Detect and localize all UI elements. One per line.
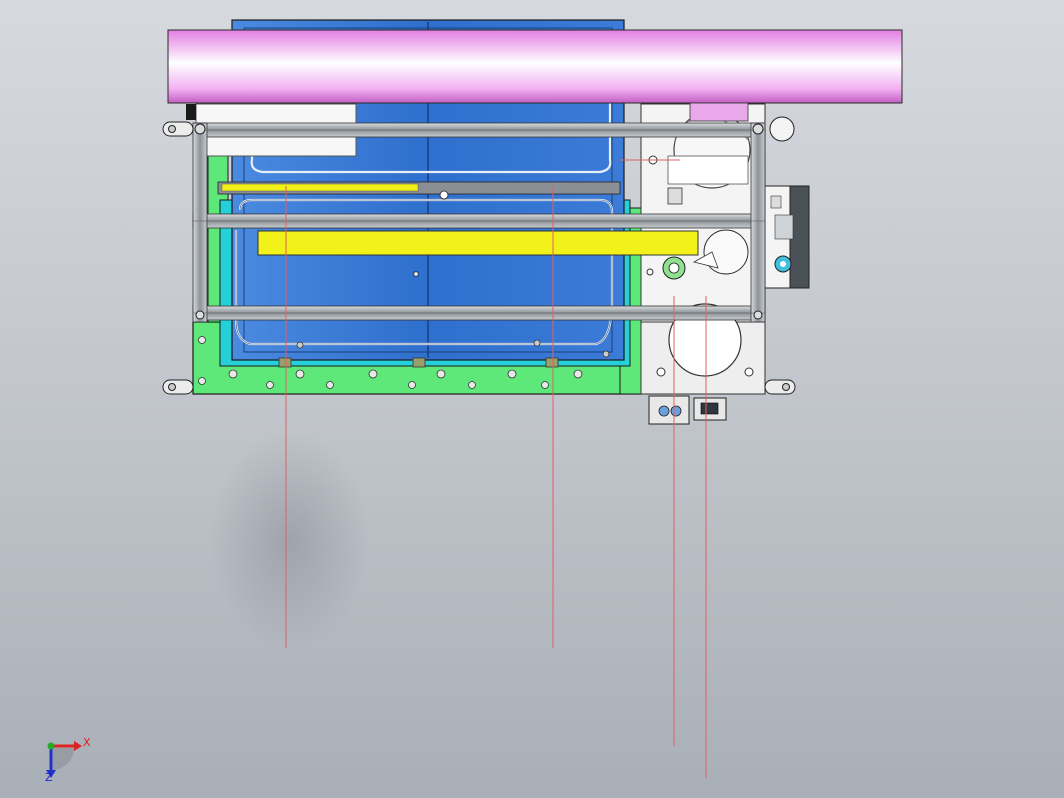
tank-indicator	[413, 271, 419, 277]
tank-fittings	[278, 339, 610, 368]
guide-slider[interactable]	[217, 181, 621, 200]
yellow-beam[interactable]	[257, 230, 699, 256]
pump-lower	[668, 303, 742, 377]
black-corner-block	[186, 104, 196, 120]
triad-z-label: Z	[45, 771, 53, 784]
extrusion-frame[interactable]	[192, 122, 766, 323]
ground-shadow	[210, 430, 370, 650]
triad-y-axis	[47, 742, 55, 750]
switch-box[interactable]	[693, 397, 727, 421]
callout-lines	[285, 159, 707, 778]
junction-box-1[interactable]	[648, 395, 690, 425]
pink-roller[interactable]	[167, 29, 903, 122]
housing-window	[667, 155, 749, 185]
tank-inner-edge	[243, 27, 613, 353]
triad-x-label: X	[83, 736, 91, 749]
valve-disc	[703, 229, 749, 275]
switch-icon	[700, 402, 719, 415]
roller-end-cap	[689, 102, 749, 122]
mounting-feet	[162, 116, 796, 395]
pneumatic-valve-block[interactable]	[764, 185, 810, 289]
triad-shade	[52, 748, 74, 770]
orientation-triad	[46, 741, 82, 778]
